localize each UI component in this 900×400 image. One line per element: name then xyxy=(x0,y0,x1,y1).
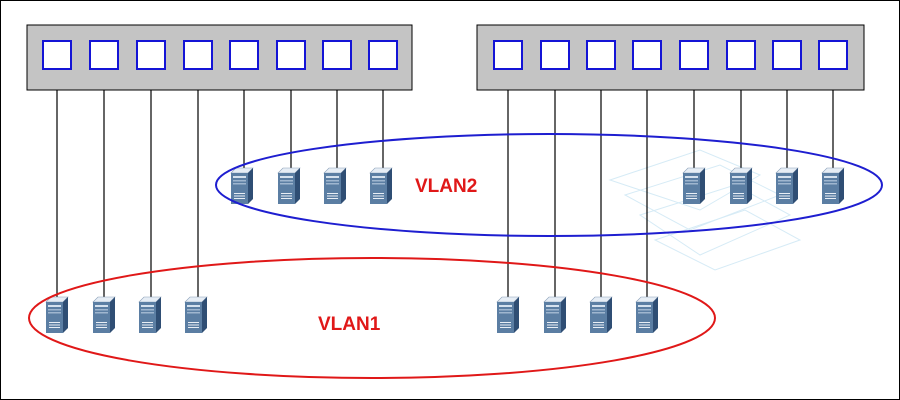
vlan1-server-1 xyxy=(45,296,69,334)
vlan1-server-6 xyxy=(543,296,567,334)
switch-2-port-4 xyxy=(632,40,662,70)
vlan2-server-3 xyxy=(323,167,347,205)
vlan1-ellipse xyxy=(28,257,716,379)
vlan2-server-2 xyxy=(277,167,301,205)
switch-1-port-2 xyxy=(89,40,119,70)
switch-2-port-3 xyxy=(586,40,616,70)
vlan1-server-5 xyxy=(496,296,520,334)
switch-1 xyxy=(26,24,413,91)
switch-ports xyxy=(42,40,848,70)
switch-1-port-6 xyxy=(276,40,306,70)
switch-2 xyxy=(476,24,865,91)
vlan2-label: VLAN2 xyxy=(415,176,477,197)
switch-1-port-3 xyxy=(136,40,166,70)
vlan2-server-7 xyxy=(775,167,799,205)
switch-1-port-4 xyxy=(183,40,213,70)
vlan1-server-3 xyxy=(138,296,162,334)
switch-2-port-5 xyxy=(679,40,709,70)
switch-2-port-7 xyxy=(772,40,802,70)
vlan2-server-6 xyxy=(729,167,753,205)
vlan1-server-2 xyxy=(92,296,116,334)
vlan2-server-1 xyxy=(230,167,254,205)
vlan1-server-7 xyxy=(589,296,613,334)
switch-1-port-1 xyxy=(42,40,72,70)
vlan1-label: VLAN1 xyxy=(318,314,381,335)
switch-2-port-6 xyxy=(726,40,756,70)
switch-1-port-7 xyxy=(322,40,352,70)
switch-1-port-5 xyxy=(229,40,259,70)
switch-2-port-2 xyxy=(540,40,570,70)
switch-1-port-8 xyxy=(368,40,398,70)
vlan1-server-4 xyxy=(184,296,208,334)
vlan2-server-8 xyxy=(821,167,845,205)
vlan2-server-5 xyxy=(682,167,706,205)
vlan2-server-4 xyxy=(369,167,393,205)
switch-2-port-8 xyxy=(818,40,848,70)
switch-2-port-1 xyxy=(493,40,523,70)
vlan2-ellipse xyxy=(215,133,883,237)
vlan1-server-8 xyxy=(635,296,659,334)
